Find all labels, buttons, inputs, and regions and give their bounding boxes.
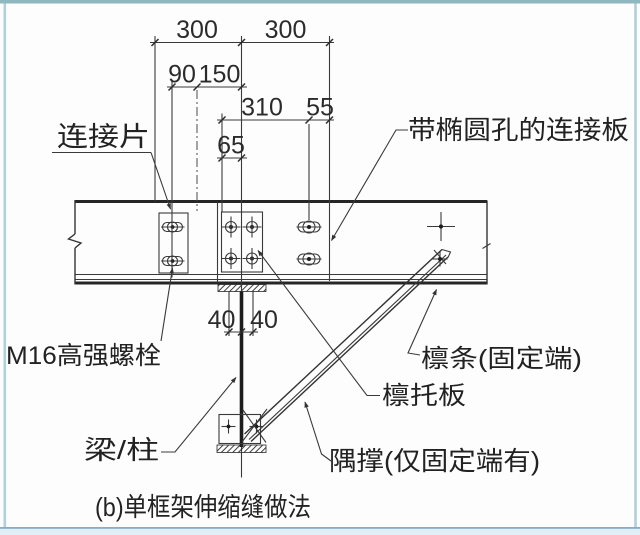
purlin-center-mark: [427, 212, 455, 241]
slotted-hole-bolts-right: [296, 220, 322, 266]
beam-left-break: [67, 200, 83, 285]
bolt: [221, 216, 241, 238]
beam-right-tick: [482, 243, 491, 249]
dim-300-right: 300: [265, 16, 307, 44]
dimension-texts: 300 300 90 150 310 55 65 40 40: [168, 16, 334, 334]
leader-connector-tab: [150, 152, 172, 210]
dim-65: 65: [217, 132, 245, 160]
leader-purlin: [407, 288, 438, 356]
dim-40-right: 40: [250, 306, 278, 334]
bolt: [221, 248, 241, 269]
brace-tip: [441, 248, 452, 258]
label-m16-bolt: M16高强螺栓: [6, 342, 161, 370]
dimension-lines: [150, 38, 334, 337]
dim-150: 150: [199, 61, 241, 89]
oval-hole-bolt-bottom-right: [296, 252, 322, 266]
bracket-bolt-left: [221, 419, 236, 434]
base-plate-hatch: [216, 444, 267, 453]
label-purlin-seat: 檩托板: [382, 382, 466, 410]
dim-310: 310: [241, 94, 283, 122]
brace-tip-bolt: [432, 251, 448, 267]
oval-hole-bolt-top-right: [296, 220, 322, 234]
frame-bottom-line: [0, 527, 640, 529]
oval-hole-bolt-bottom-left: [161, 255, 185, 267]
label-beam-column: 梁/柱: [84, 435, 159, 465]
bolt: [242, 248, 262, 269]
oval-hole-bolt-top-left: [161, 221, 185, 233]
dim-40-left: 40: [208, 306, 236, 334]
dim-55: 55: [306, 94, 334, 122]
knee-brace: [244, 248, 452, 443]
brace-end-cross-2: [242, 409, 267, 443]
label-texts: 连接片 带椭圆孔的连接板 M16高强螺栓 檩条(固定端) 檩托板 梁/柱 隅撑(…: [6, 115, 629, 522]
frame-right-border: [634, 3, 637, 528]
left-connector-plate: [158, 212, 189, 274]
bolt: [242, 216, 262, 238]
label-purlin-fixed: 檩条(固定端): [421, 345, 582, 373]
leader-lines: [52, 129, 438, 462]
frame-bottom-band: [0, 527, 640, 535]
leader-knee-brace: [304, 401, 332, 462]
label-knee-brace: 隅撑(仅固定端有): [329, 446, 540, 476]
leader-m16-bolt: [160, 267, 174, 342]
extension-lines: [154, 36, 331, 336]
frame-left-border: [3, 3, 7, 528]
frame-top-border: [0, 0, 640, 4]
leader-beam-column: [161, 377, 237, 453]
label-slotted-plate: 带椭圆孔的连接板: [408, 115, 629, 145]
middle-splice-plate: [220, 211, 264, 273]
leader-purlin-seat: [257, 250, 380, 397]
dim-300-left: 300: [176, 16, 218, 44]
bolt-grid: [221, 216, 262, 269]
drawing-caption: (b)单框架伸缩缝做法: [95, 492, 311, 522]
leader-slotted-plate: [331, 129, 408, 242]
dim-90: 90: [168, 61, 196, 89]
beam-elevation: [67, 200, 491, 285]
label-connector-tab: 连接片: [57, 122, 150, 152]
